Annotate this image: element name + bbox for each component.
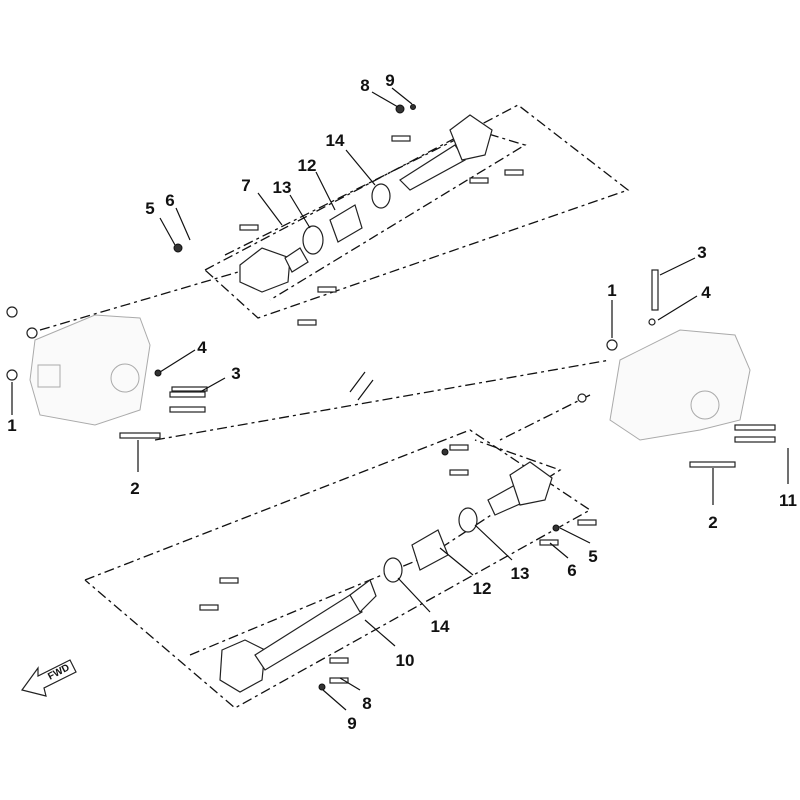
front-differential xyxy=(6,306,151,426)
callout: 11 xyxy=(779,491,797,510)
callout: 9 xyxy=(347,714,356,733)
callout: 13 xyxy=(511,564,530,583)
callout: 5 xyxy=(145,199,154,218)
callout: 3 xyxy=(697,243,706,262)
callouts-rear: 3 1 4 11 2 5 6 13 12 14 10 8 9 xyxy=(347,243,797,733)
callout: 7 xyxy=(241,176,250,195)
callout: 13 xyxy=(273,178,292,197)
callout: 4 xyxy=(701,283,711,302)
callout: 3 xyxy=(231,364,240,383)
callout: 8 xyxy=(362,694,371,713)
callout: 14 xyxy=(326,131,345,150)
callout: 12 xyxy=(298,156,317,175)
rear-driveshaft xyxy=(199,424,776,693)
callout: 12 xyxy=(473,579,492,598)
callout: 1 xyxy=(607,281,616,300)
callout: 6 xyxy=(567,561,576,580)
callout: 9 xyxy=(385,71,394,90)
callout: 2 xyxy=(708,513,717,532)
callout: 2 xyxy=(130,479,139,498)
callout: 5 xyxy=(588,547,597,566)
callout: 10 xyxy=(396,651,415,670)
callouts-front: 8 9 14 12 13 7 5 6 4 3 1 2 xyxy=(7,71,394,498)
leader-lines xyxy=(11,87,789,711)
callout: 4 xyxy=(197,338,207,357)
callout: 8 xyxy=(360,76,369,95)
fwd-arrow-icon: FWD xyxy=(20,659,77,697)
rear-inner-outline xyxy=(189,439,562,656)
rear-driveshaft-outline xyxy=(84,429,592,709)
callout: 14 xyxy=(431,617,450,636)
front-driveshaft xyxy=(119,104,524,439)
callout: 1 xyxy=(7,416,16,435)
rear-differential xyxy=(577,269,751,441)
callout: 6 xyxy=(165,191,174,210)
